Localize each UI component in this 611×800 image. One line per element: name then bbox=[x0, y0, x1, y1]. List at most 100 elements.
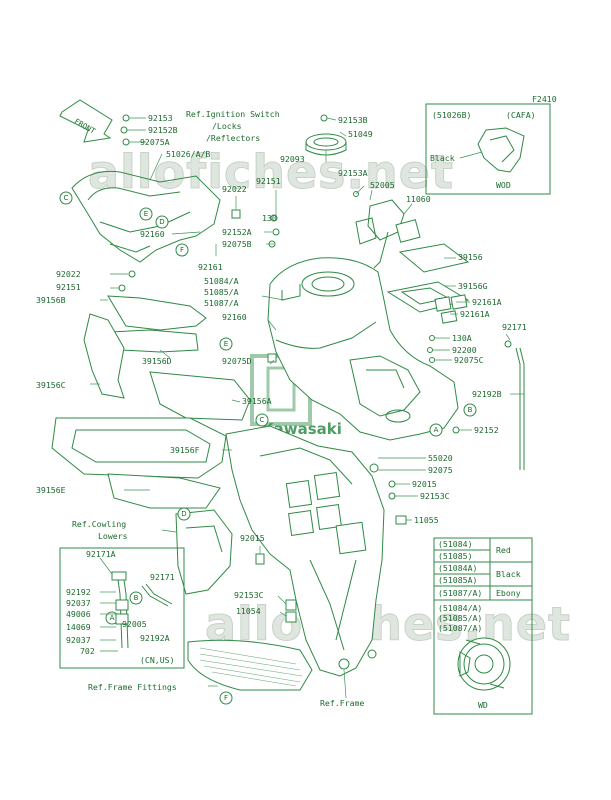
callout-d-top: D bbox=[159, 218, 164, 226]
inset-cafa-color: Black bbox=[430, 153, 455, 163]
label-ref-cowling-2: Lowers bbox=[98, 531, 128, 541]
label-92075: 92075 bbox=[428, 465, 453, 475]
callout-e-mid: E bbox=[224, 340, 228, 348]
label-92192A: 92192A bbox=[140, 633, 170, 643]
callout-b-right: B bbox=[468, 406, 473, 414]
label-51084A: 51084/A bbox=[204, 276, 239, 286]
label-92015-low: 92015 bbox=[240, 533, 265, 543]
color-row3-part1: (51087/A) bbox=[438, 588, 482, 598]
color-row3-color: Ebony bbox=[496, 588, 521, 598]
label-92093: 92093 bbox=[280, 154, 305, 164]
diagram-code: F2410 bbox=[532, 94, 557, 104]
part-damper-92161A bbox=[434, 294, 468, 324]
color-row1-color: Red bbox=[496, 545, 511, 555]
label-49006: 49006 bbox=[66, 609, 91, 619]
front-arrow-icon: FRONT bbox=[59, 99, 113, 143]
part-pad-39156A bbox=[149, 371, 251, 421]
label-11060: 11060 bbox=[406, 194, 431, 204]
inset-wd-part3: (51087/A) bbox=[438, 623, 482, 633]
label-14069: 14069 bbox=[66, 622, 91, 632]
part-labels: 92153 92152B 92075A 51026/A/B Ref.Igniti… bbox=[36, 109, 527, 708]
color-row2-part2: (51085A) bbox=[438, 575, 477, 585]
color-row2-color: Black bbox=[496, 569, 521, 579]
color-row1-part1: (51084) bbox=[438, 539, 473, 549]
label-92153A: 92153A bbox=[338, 168, 368, 178]
inset-wd-part2: (51085/A) bbox=[438, 613, 482, 623]
callout-f-top: F bbox=[180, 246, 184, 254]
inset-cafa: (51026B) (CAFA) Black WOD bbox=[425, 103, 551, 195]
part-pad-39156E bbox=[107, 473, 221, 509]
label-ref-ignition-1: Ref.Ignition Switch bbox=[186, 109, 280, 119]
watermark-top: allofiches.net bbox=[88, 145, 454, 199]
callout-e-top: E bbox=[144, 210, 148, 218]
label-ref-ignition-3: /Reflectors bbox=[206, 133, 260, 143]
label-92015-right: 92015 bbox=[412, 479, 437, 489]
label-92152: 92152 bbox=[474, 425, 499, 435]
color-row1-part2: (51085) bbox=[438, 551, 473, 561]
label-130: 130 bbox=[262, 213, 277, 223]
label-39156G: 39156G bbox=[458, 281, 488, 291]
label-92153C-low: 92153C bbox=[234, 590, 264, 600]
label-92161A-b: 92161A bbox=[460, 309, 490, 319]
part-pad-39156 bbox=[398, 243, 470, 273]
label-92160-top: 92160 bbox=[140, 229, 165, 239]
label-92153B: 92153B bbox=[338, 115, 368, 125]
label-92075C: 92075C bbox=[454, 355, 484, 365]
label-92161: 92161 bbox=[198, 262, 223, 272]
label-ref-frame-fittings: Ref.Frame Fittings bbox=[88, 682, 177, 692]
label-51026AB: 51026/A/B bbox=[166, 149, 210, 159]
label-92075A: 92075A bbox=[140, 137, 170, 147]
label-39156: 39156 bbox=[458, 252, 483, 262]
label-92171A: 92171A bbox=[86, 549, 116, 559]
label-92153: 92153 bbox=[148, 113, 173, 123]
leader-lines bbox=[90, 117, 524, 699]
label-39156B: 39156B bbox=[36, 295, 66, 305]
label-92171: 92171 bbox=[502, 322, 527, 332]
label-52005: 52005 bbox=[370, 180, 395, 190]
label-51049: 51049 bbox=[348, 129, 373, 139]
label-51085A: 51085/A bbox=[204, 287, 239, 297]
inset-cafa-region: (CAFA) bbox=[506, 110, 536, 120]
callout-d-low: D bbox=[181, 510, 186, 518]
callout-c-mid: C bbox=[260, 416, 265, 424]
part-fuel-pump-unit bbox=[355, 199, 421, 269]
callout-a-inset: A bbox=[110, 614, 115, 622]
inset-wd-part1: (51084/A) bbox=[438, 603, 482, 613]
callout-b-inset: B bbox=[134, 594, 139, 602]
color-row2-part1: (51084A) bbox=[438, 563, 477, 573]
label-92152A: 92152A bbox=[222, 227, 252, 237]
part-fuel-tank bbox=[267, 257, 459, 441]
inset-cafa-model: WOD bbox=[496, 180, 511, 190]
label-39156A: 39156A bbox=[242, 396, 272, 406]
part-tube-92192B bbox=[515, 347, 525, 470]
label-92153C-right: 92153C bbox=[420, 491, 450, 501]
label-39156F: 39156F bbox=[170, 445, 200, 455]
label-92192: 92192 bbox=[66, 587, 91, 597]
label-92152B: 92152B bbox=[148, 125, 178, 135]
label-92161A-a: 92161A bbox=[472, 297, 502, 307]
label-92075D: 92075D bbox=[222, 356, 252, 366]
label-92037-b: 92037 bbox=[66, 635, 91, 645]
label-92005: 92005 bbox=[122, 619, 147, 629]
inset-wd: (51084/A) (51085/A) (51087/A) WD bbox=[433, 599, 533, 715]
part-pad-39156F bbox=[51, 417, 227, 479]
color-table: (51084) (51085) Red (51084A) (51085A) Bl… bbox=[433, 537, 533, 601]
label-51087A: 51087/A bbox=[204, 298, 239, 308]
label-92022-top: 92022 bbox=[222, 184, 247, 194]
callout-f-low: F bbox=[224, 694, 228, 702]
label-ref-cowling-1: Ref.Cowling bbox=[72, 519, 126, 529]
label-11054: 11054 bbox=[236, 606, 261, 616]
part-tank-front-cover bbox=[71, 170, 221, 263]
label-39156D: 39156D bbox=[142, 356, 172, 366]
label-92171-inset: 92171 bbox=[150, 572, 175, 582]
label-cn-us: (CN,US) bbox=[140, 655, 175, 665]
part-cowling-lower bbox=[175, 509, 233, 595]
label-92151-left: 92151 bbox=[56, 282, 81, 292]
label-92192B: 92192B bbox=[472, 389, 502, 399]
label-92075B: 92075B bbox=[222, 239, 252, 249]
label-39156E: 39156E bbox=[36, 485, 66, 495]
label-92037-a: 92037 bbox=[66, 598, 91, 608]
inset-cafa-part: (51026B) bbox=[432, 110, 471, 120]
part-frame-fitting bbox=[187, 639, 313, 691]
